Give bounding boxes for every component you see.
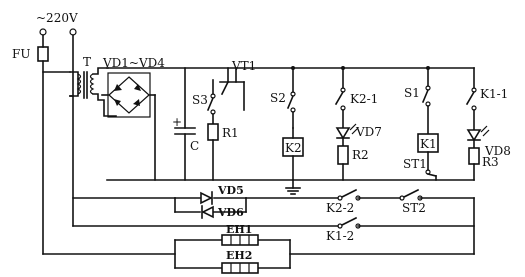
contact-k2-2 (337, 188, 361, 201)
s2-label: S2 (270, 91, 286, 105)
contact-k2-1 (334, 66, 346, 129)
capacitor-label: C (190, 139, 199, 153)
contact-k1-2 (337, 216, 361, 229)
ground-symbol (285, 179, 301, 195)
r2-label: R2 (352, 148, 369, 162)
led-vd7 (335, 123, 359, 147)
resistor-r1 (207, 123, 219, 181)
st1-label: ST1 (403, 157, 427, 171)
heater-eh2 (221, 262, 259, 274)
switch-s3 (206, 79, 216, 125)
eh1-label: EH1 (226, 223, 252, 236)
eh2-label: EH2 (226, 249, 252, 262)
fuse-fu (37, 46, 49, 62)
transistor-label: VT1 (231, 59, 256, 73)
k2-2-label: K2-2 (326, 201, 354, 215)
k2-1-label: K2-1 (350, 92, 378, 106)
thermostat-st1 (425, 169, 437, 181)
relay-coil-k2 (282, 127, 304, 181)
supply-label: ~220V (36, 11, 78, 25)
relay-coil-k1 (417, 133, 439, 171)
k1-2-label: K1-2 (326, 229, 354, 243)
heater-wires (174, 239, 475, 269)
r3-label: R3 (482, 155, 499, 169)
fuse-label: FU (12, 47, 30, 61)
contact-k1-1 (465, 67, 477, 131)
thermostat-st2 (399, 188, 423, 201)
k2-coil-label: K2 (285, 141, 302, 155)
k1-1-label: K1-1 (480, 87, 508, 101)
transistor-vt1 (219, 67, 245, 111)
vd6-label: VD6 (217, 206, 244, 219)
switch-s2 (286, 66, 296, 129)
st2-label: ST2 (402, 201, 426, 215)
heater-eh1 (221, 234, 259, 246)
heater-branch-wires (72, 197, 475, 255)
diode-vd6 (201, 205, 214, 219)
s3-label: S3 (192, 93, 208, 107)
dc-rails (106, 67, 475, 181)
diode-vd5 (200, 191, 213, 205)
resistor-r2 (337, 145, 349, 181)
transformer (69, 67, 117, 117)
supply-terminals (39, 28, 77, 36)
bridge-rectifier (101, 72, 156, 118)
r1-label: R1 (222, 126, 239, 140)
bridge-label: VD1~VD4 (102, 56, 165, 70)
s1-label: S1 (404, 86, 420, 100)
switch-s1 (421, 66, 431, 135)
capacitor-c: + (172, 115, 196, 181)
resistor-r3 (468, 147, 480, 181)
vd8-label: VD8 (484, 144, 511, 158)
vd5-label: VD5 (217, 184, 244, 197)
vd7-label: VD7 (355, 125, 382, 139)
transformer-label: T (83, 55, 91, 69)
led-vd8 (466, 125, 490, 149)
svg-text:+: + (172, 115, 182, 129)
k1-coil-label: K1 (420, 137, 437, 151)
